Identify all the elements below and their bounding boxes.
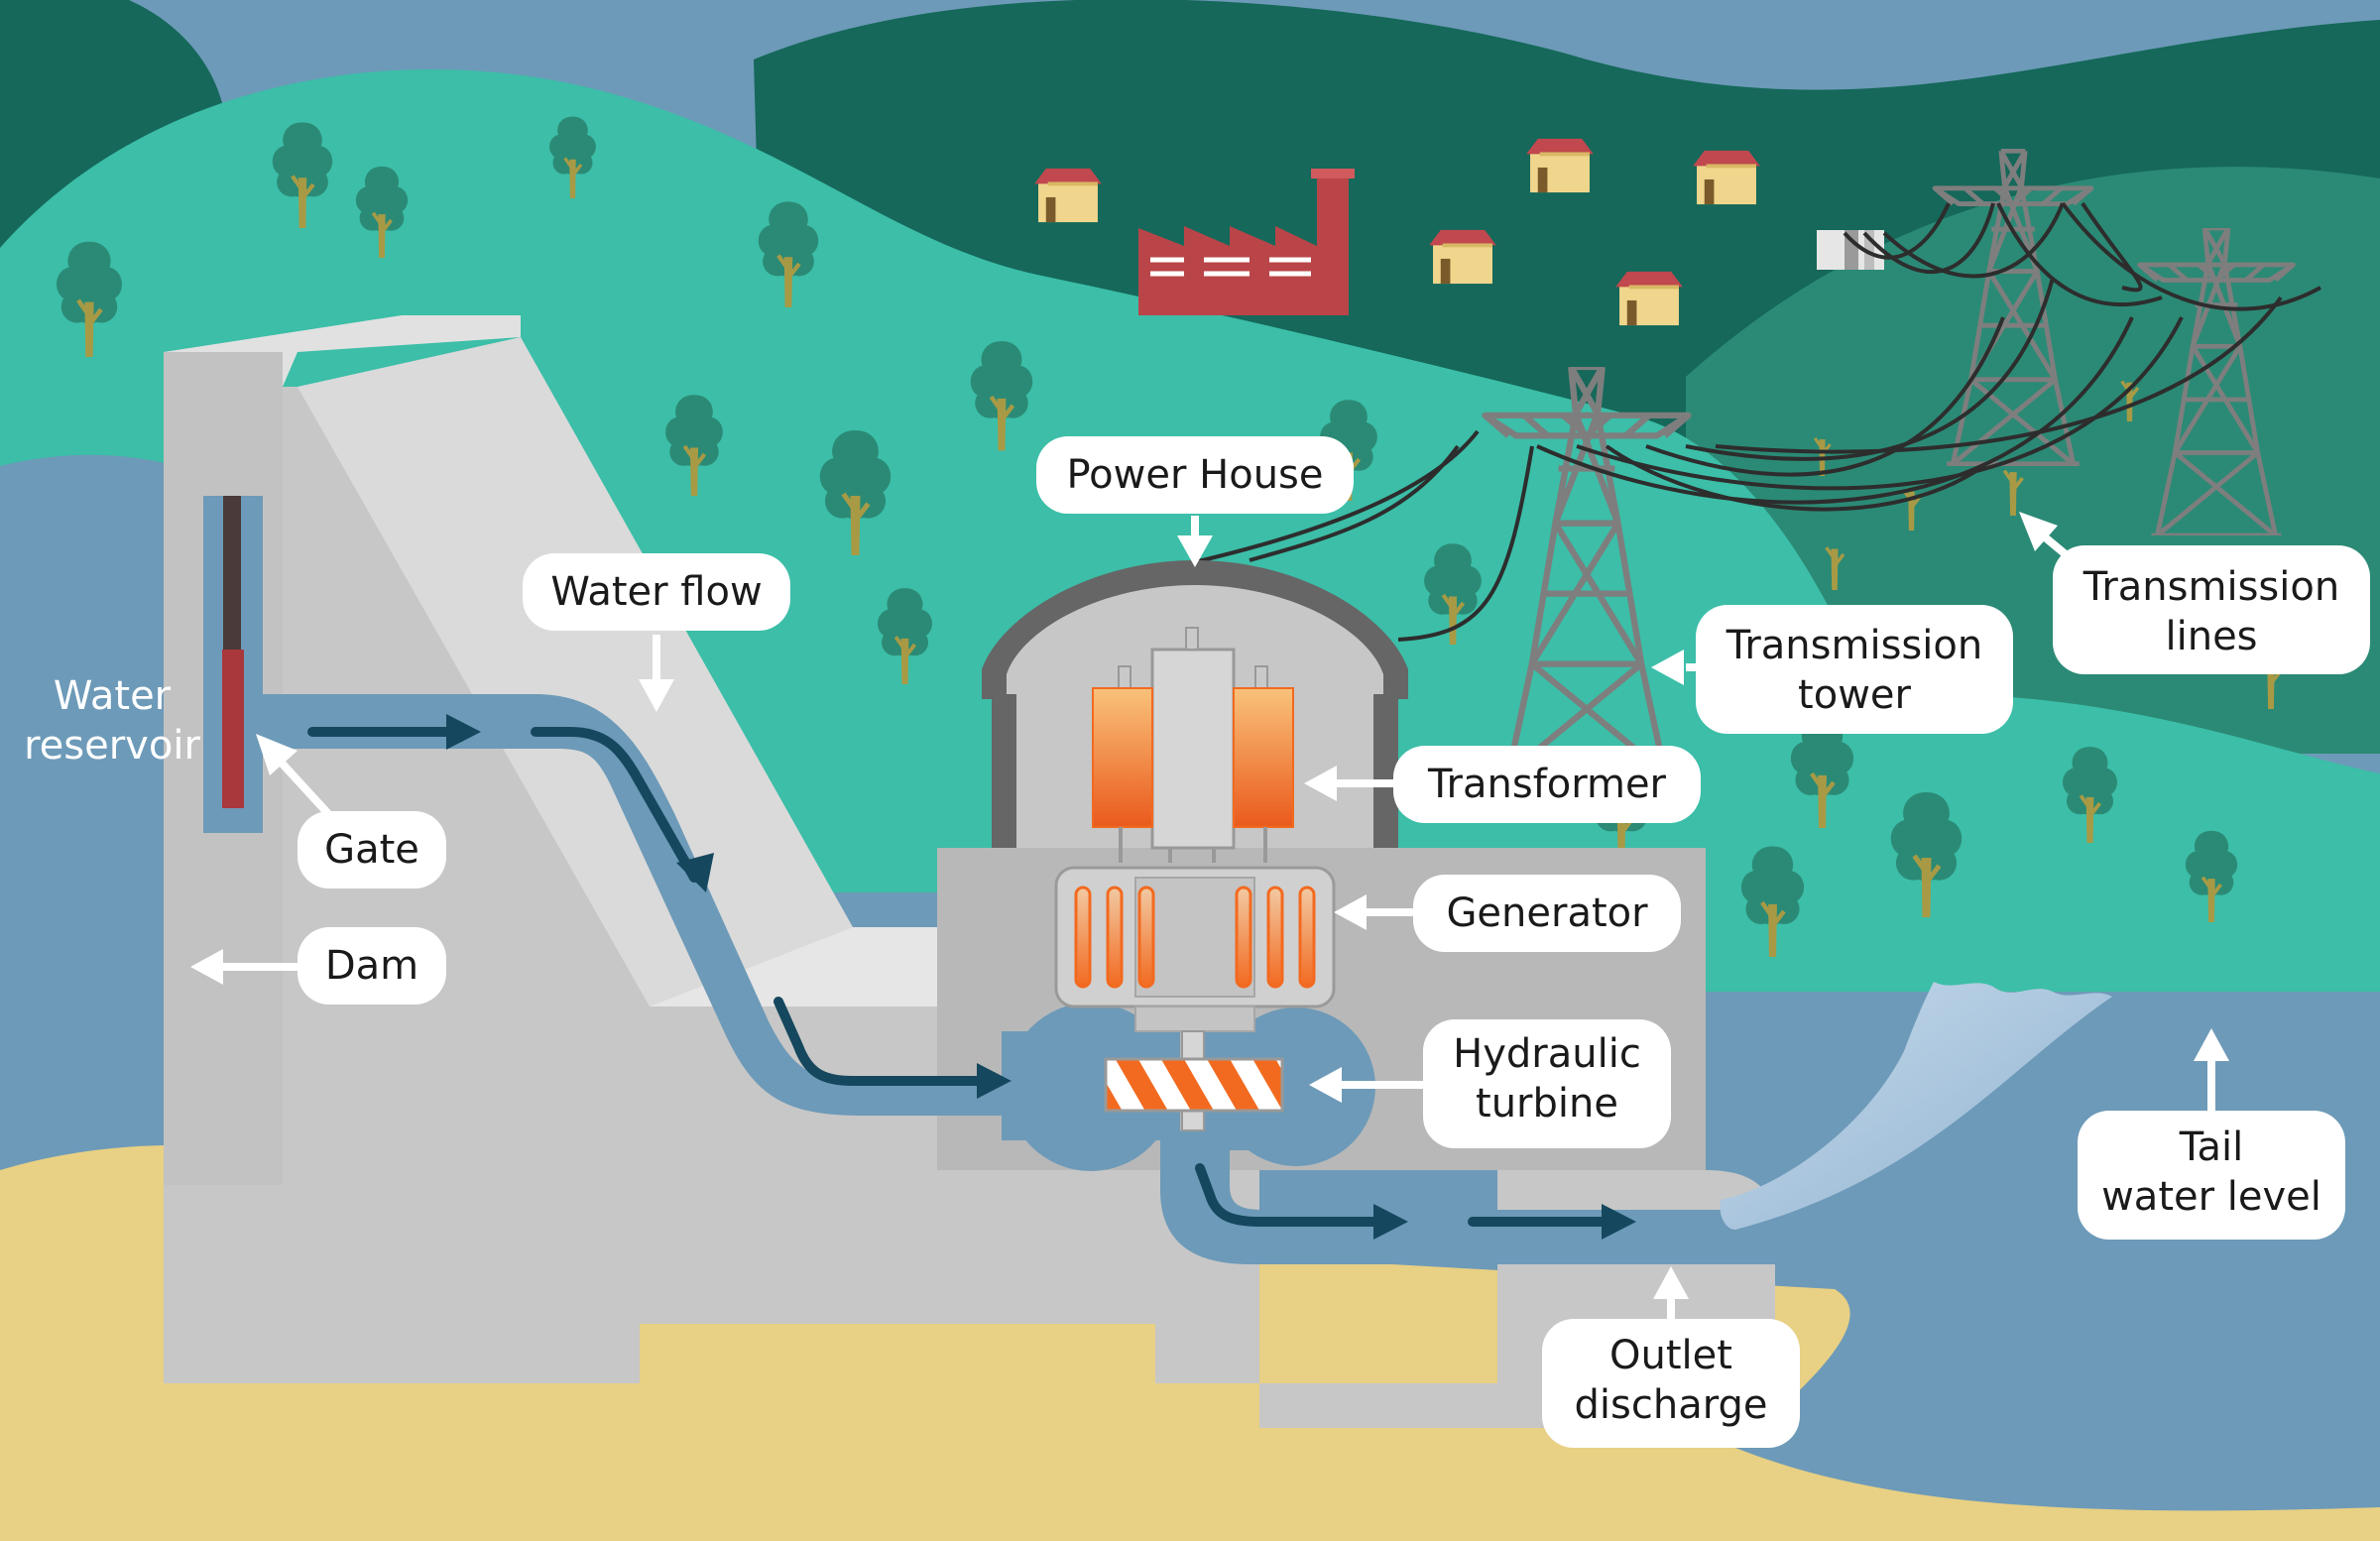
house-icon xyxy=(1693,150,1760,205)
transformer-coil-right xyxy=(1233,687,1294,828)
transformer-coil-left xyxy=(1092,687,1153,828)
transmission-tower-label: Transmission xyxy=(1726,623,1982,668)
power-house-label: Power House xyxy=(1066,452,1323,498)
water-flow-callout: Water flow xyxy=(523,553,790,631)
generator-label: Generator xyxy=(1446,890,1648,936)
power-house-callout: Power House xyxy=(1036,436,1354,514)
power-house xyxy=(982,560,1408,1131)
outlet-discharge-label-line2: discharge xyxy=(1575,1382,1768,1428)
dam-callout: Dam xyxy=(298,927,446,1005)
power-house-roof xyxy=(982,560,1408,699)
water-reservoir-label: Water xyxy=(54,673,172,719)
generator-coils xyxy=(1074,886,1316,989)
dam-label: Dam xyxy=(325,943,418,989)
transmission-tower-callout: Transmission tower xyxy=(1696,605,2013,734)
hydraulic-turbine-blades xyxy=(1104,1057,1284,1113)
gate-label: Gate xyxy=(324,827,419,873)
gate-callout: Gate xyxy=(298,811,446,889)
transmission-tower-label-line2: tower xyxy=(1798,672,1911,718)
hydraulic-turbine-label: Hydraulic xyxy=(1453,1031,1641,1077)
power-lines xyxy=(1189,201,2321,642)
outlet-discharge-callout: Outlet discharge xyxy=(1542,1319,1800,1448)
tail-water-level-callout: Tail water level xyxy=(2078,1111,2345,1240)
gate xyxy=(222,650,244,808)
house-icon xyxy=(1429,229,1496,285)
outlet-discharge-label: Outlet xyxy=(1609,1333,1732,1378)
flow-arrows xyxy=(307,714,1636,1240)
gate-shaft xyxy=(223,496,241,654)
outlet-splash xyxy=(1720,982,2112,1230)
dam-face-highlight xyxy=(298,337,853,1007)
house-icon xyxy=(1615,271,1683,326)
factory-icon xyxy=(1138,169,1355,315)
substation-icon xyxy=(1817,230,1884,270)
house-icon xyxy=(1526,138,1594,193)
transmission-lines-label-line2: lines xyxy=(2165,614,2257,659)
penstock xyxy=(203,496,1775,1264)
tail-water-level-label: Tail xyxy=(2179,1125,2244,1170)
water-reservoir-label-line2: reservoir xyxy=(24,723,200,769)
water-flow-label: Water flow xyxy=(550,569,762,615)
transformer-core xyxy=(1150,648,1236,850)
transmission-lines-callout: Transmission lines xyxy=(2053,545,2370,674)
hydraulic-turbine-label-line2: turbine xyxy=(1476,1081,1618,1126)
transformer-label: Transformer xyxy=(1427,762,1667,807)
generator-callout: Generator xyxy=(1413,875,1681,952)
village xyxy=(1034,138,1884,326)
turbine-housing-left xyxy=(1007,1003,1175,1171)
hydraulic-turbine-callout: Hydraulic turbine xyxy=(1423,1019,1671,1148)
tail-water-level-label-line2: water level xyxy=(2101,1174,2321,1220)
house-icon xyxy=(1034,168,1102,223)
transformer-callout: Transformer xyxy=(1393,746,1701,823)
callout-arrows xyxy=(190,512,2229,1319)
transmission-lines-label: Transmission xyxy=(2082,564,2339,610)
